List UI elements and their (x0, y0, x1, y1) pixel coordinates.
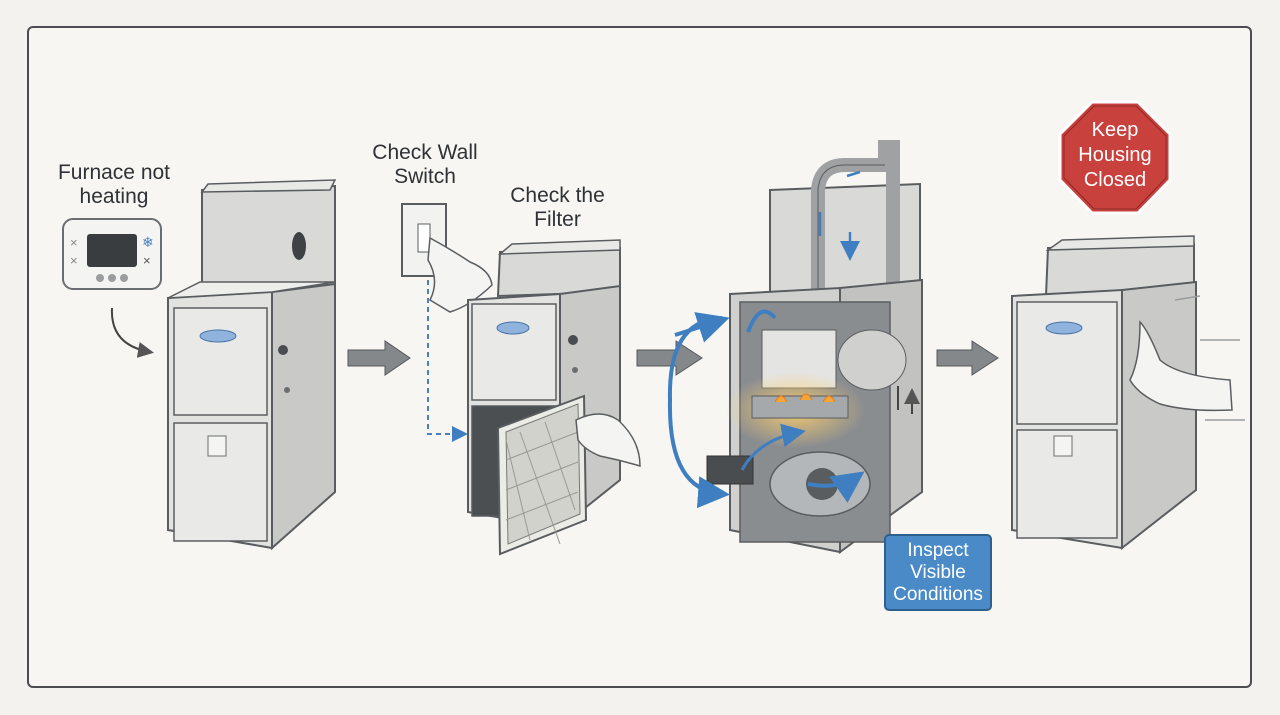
label-keep-housing-closed: Keep Housing Closed (1078, 119, 1152, 191)
air-filter-icon (496, 394, 641, 556)
hand-icon (1129, 320, 1233, 412)
furnace-unit-3-cutaway (667, 140, 922, 554)
label-furnace-not-heating: Furnace not heating (57, 161, 171, 208)
hand-icon (575, 413, 641, 468)
svg-text:×: × (143, 253, 151, 268)
dashed-connector (427, 280, 468, 442)
furnace-unit-1 (167, 179, 337, 551)
step-arrow-2 (636, 340, 703, 376)
thermostat-icon: × × ❄ × (62, 218, 162, 290)
label-check-filter: Check the Filter (510, 184, 605, 231)
svg-text:×: × (70, 235, 78, 250)
furnace-unit-4 (1011, 235, 1245, 551)
hand-icon (427, 236, 493, 313)
svg-text:×: × (70, 253, 78, 268)
label-check-wall-switch: Check Wall Switch (372, 141, 478, 188)
label-inspect-visible-conditions: Inspect Visible Conditions (884, 534, 992, 611)
snowflake-icon: ❄ (142, 234, 154, 250)
wall-switch-icon (401, 203, 493, 313)
step-arrow-1 (347, 340, 411, 376)
step-arrow-3 (936, 340, 999, 376)
stop-sign-icon (1058, 100, 1172, 215)
curved-arrow (110, 307, 154, 358)
